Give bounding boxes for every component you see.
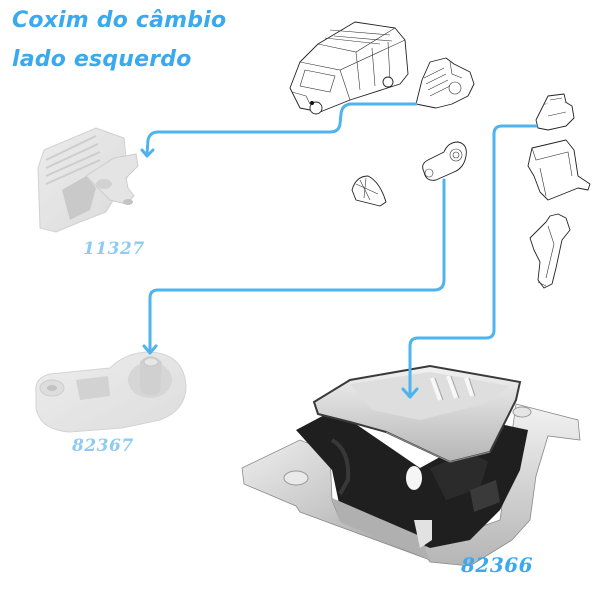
part-number-11327: 11327 [83,239,145,259]
connector-upper-mount-to-11327 [145,102,418,156]
arrowhead-11327 [140,148,155,158]
connector-gearbox-mount-to-82366 [408,124,538,398]
connector-torque-rod-to-82367 [148,178,446,354]
bracket-arm-drawing [529,213,571,289]
title-line-1: Coxim do câmbio [12,8,227,33]
engine-mount-drawing [415,57,475,109]
engine-mount-photo [37,127,139,233]
gearbox-mount-photo [241,364,581,567]
arrowhead-82366 [401,387,419,399]
gearbox-mount-drawing [535,93,575,131]
van-icon [289,21,409,115]
part-number-82366: 82366 [460,553,533,577]
bracket-frame-drawing [527,139,591,201]
torque-rod-photo [35,351,187,433]
torque-rod-drawing [422,141,467,181]
title-line-2: lado esquerdo [12,47,192,72]
arrowhead-82367 [142,344,158,355]
wedge-mount-drawing [351,175,387,207]
part-number-82367: 82367 [71,436,134,456]
